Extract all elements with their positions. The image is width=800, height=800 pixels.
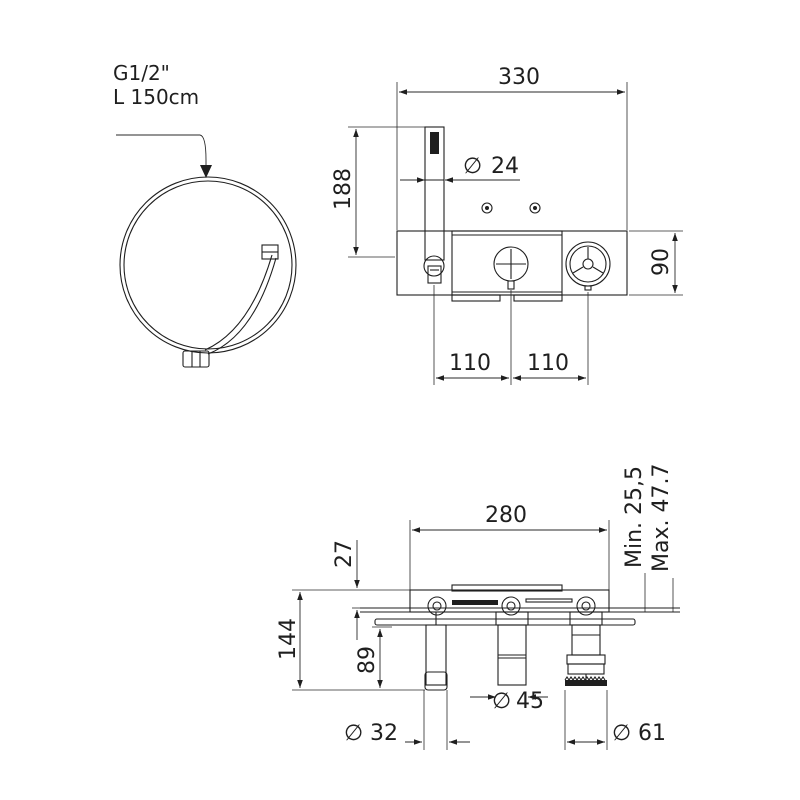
height-144-label: 144 xyxy=(276,618,301,660)
diverter-front xyxy=(495,611,529,686)
max-depth-label: Max. 47.7 xyxy=(649,464,674,572)
thermostat-knob-top xyxy=(565,241,611,291)
min-depth-label: Min. 25,5 xyxy=(622,466,647,568)
top-panel xyxy=(396,230,628,302)
width-330-label: 330 xyxy=(498,65,540,90)
thermostat-front xyxy=(564,611,607,686)
depth-90-label: 90 xyxy=(649,248,674,276)
handshower-holder-front xyxy=(424,612,448,691)
hose-leader-arrow xyxy=(200,165,212,178)
front-view: Min. 25,5 Max. 47.7 280 xyxy=(276,464,680,750)
diverter-knob-top xyxy=(493,246,529,290)
hose-connector-top xyxy=(261,244,279,260)
mixer-body xyxy=(360,584,680,626)
spacing-left-label: 110 xyxy=(449,351,491,376)
diameter-32-label: 32 xyxy=(370,721,398,746)
hose-drawing: G1/2" L 150cm xyxy=(113,61,297,368)
diameter-61-symbol: ∅ xyxy=(612,721,631,746)
hose-connector-bottom xyxy=(182,350,210,368)
handshower-top xyxy=(424,126,445,261)
diameter-45-label: 45 xyxy=(516,689,544,714)
hose-outlet-top xyxy=(423,255,445,284)
diameter-symbol: ∅ xyxy=(463,154,482,179)
hose-coil xyxy=(119,176,297,355)
diameter-61-label: 61 xyxy=(638,721,666,746)
screw-left xyxy=(481,202,493,214)
diameter-24-label: 24 xyxy=(491,154,519,179)
hose-length-label: L 150cm xyxy=(113,85,199,109)
height-27-label: 27 xyxy=(332,540,357,568)
screw-right xyxy=(529,202,541,214)
height-89-label: 89 xyxy=(355,646,380,674)
width-280-label: 280 xyxy=(485,503,527,528)
height-188-label: 188 xyxy=(331,168,356,210)
spacing-right-label: 110 xyxy=(527,351,569,376)
diameter-32-symbol: ∅ xyxy=(344,721,363,746)
top-view: 330 188 ∅ 24 xyxy=(331,65,683,385)
hose-leader-line xyxy=(116,134,207,175)
diameter-45-symbol: ∅ xyxy=(492,689,511,714)
hose-thread-label: G1/2" xyxy=(113,61,170,85)
